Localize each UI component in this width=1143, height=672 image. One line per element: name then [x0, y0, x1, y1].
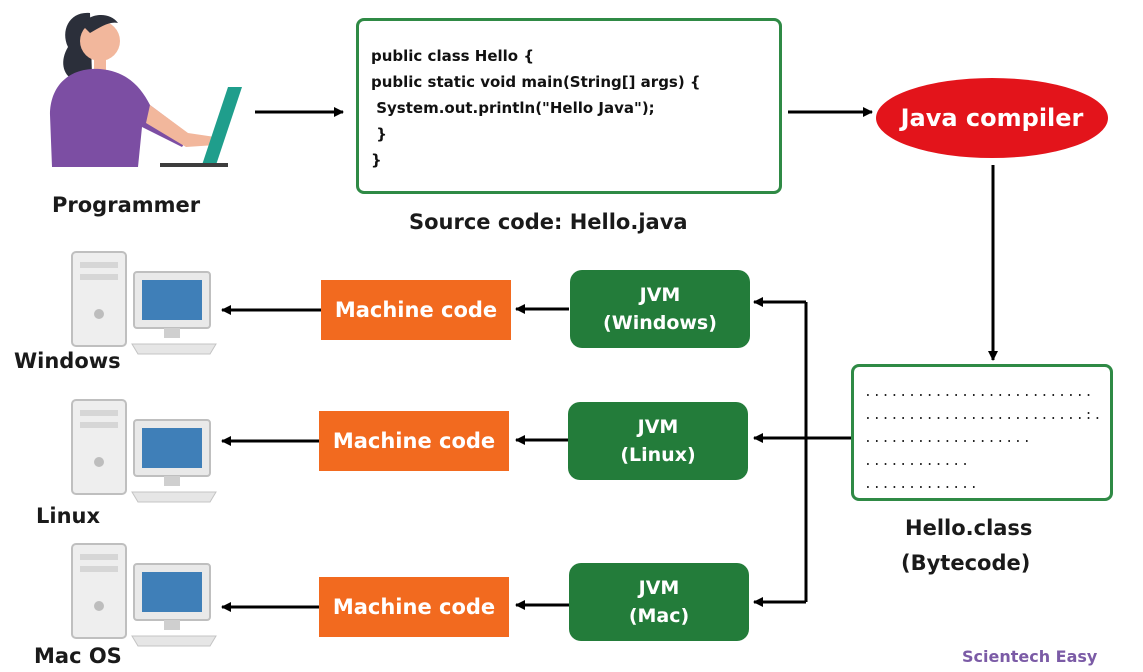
- machine-code-label: Machine code: [332, 429, 496, 453]
- jvm-platform-label: (Linux): [620, 444, 696, 466]
- code-line: public class Hello {: [371, 47, 535, 65]
- os-label-macos: Mac OS: [34, 644, 122, 668]
- code-line: }: [371, 151, 382, 169]
- desktop-computer-icon: [71, 399, 217, 503]
- desktop-computer-icon: [71, 543, 217, 647]
- java-compiler-label: Java compiler: [900, 104, 1084, 132]
- desktop-computer-icon: [71, 251, 217, 355]
- java-compiler-node: Java compiler: [876, 78, 1108, 158]
- os-label-windows: Windows: [14, 349, 121, 373]
- jvm-label: JVM: [638, 577, 680, 599]
- jvm-label: JVM: [639, 284, 681, 306]
- bytecode-box: .......................... .............…: [851, 364, 1113, 501]
- code-line: System.out.println("Hello Java");: [371, 99, 655, 117]
- jvm-platform-label: (Windows): [603, 312, 717, 334]
- machine-code-linux-box: Machine code: [319, 411, 509, 471]
- jvm-mac-box: JVM (Mac): [569, 563, 749, 641]
- source-code-box: public class Hello { public static void …: [356, 18, 782, 194]
- source-code-caption: Source code: Hello.java: [409, 210, 688, 234]
- programmer-illustration: [30, 12, 242, 179]
- jvm-platform-label: (Mac): [628, 605, 690, 627]
- machine-code-windows-box: Machine code: [321, 280, 511, 340]
- jvm-label: JVM: [637, 416, 679, 438]
- code-line: }: [371, 125, 387, 143]
- jvm-windows-box: JVM (Windows): [570, 270, 750, 348]
- code-line: public static void main(String[] args) {: [371, 73, 701, 91]
- machine-code-label: Machine code: [334, 298, 498, 322]
- programmer-label: Programmer: [52, 193, 201, 217]
- watermark-logo-text: Scientech Easy: [962, 647, 1098, 666]
- bytecode-dots: ..........................: [864, 385, 1094, 400]
- bytecode-caption-type: (Bytecode): [901, 551, 1031, 575]
- bytecode-caption-name: Hello.class: [905, 516, 1033, 540]
- bytecode-dots: .........................:.: [864, 408, 1103, 423]
- bytecode-dots: ............: [864, 454, 970, 469]
- machine-code-label: Machine code: [332, 595, 496, 619]
- bytecode-dots: .............: [864, 477, 979, 492]
- machine-code-mac-box: Machine code: [319, 577, 509, 637]
- os-label-linux: Linux: [36, 504, 101, 528]
- bytecode-dots: ...................: [864, 431, 1032, 446]
- jvm-linux-box: JVM (Linux): [568, 402, 748, 480]
